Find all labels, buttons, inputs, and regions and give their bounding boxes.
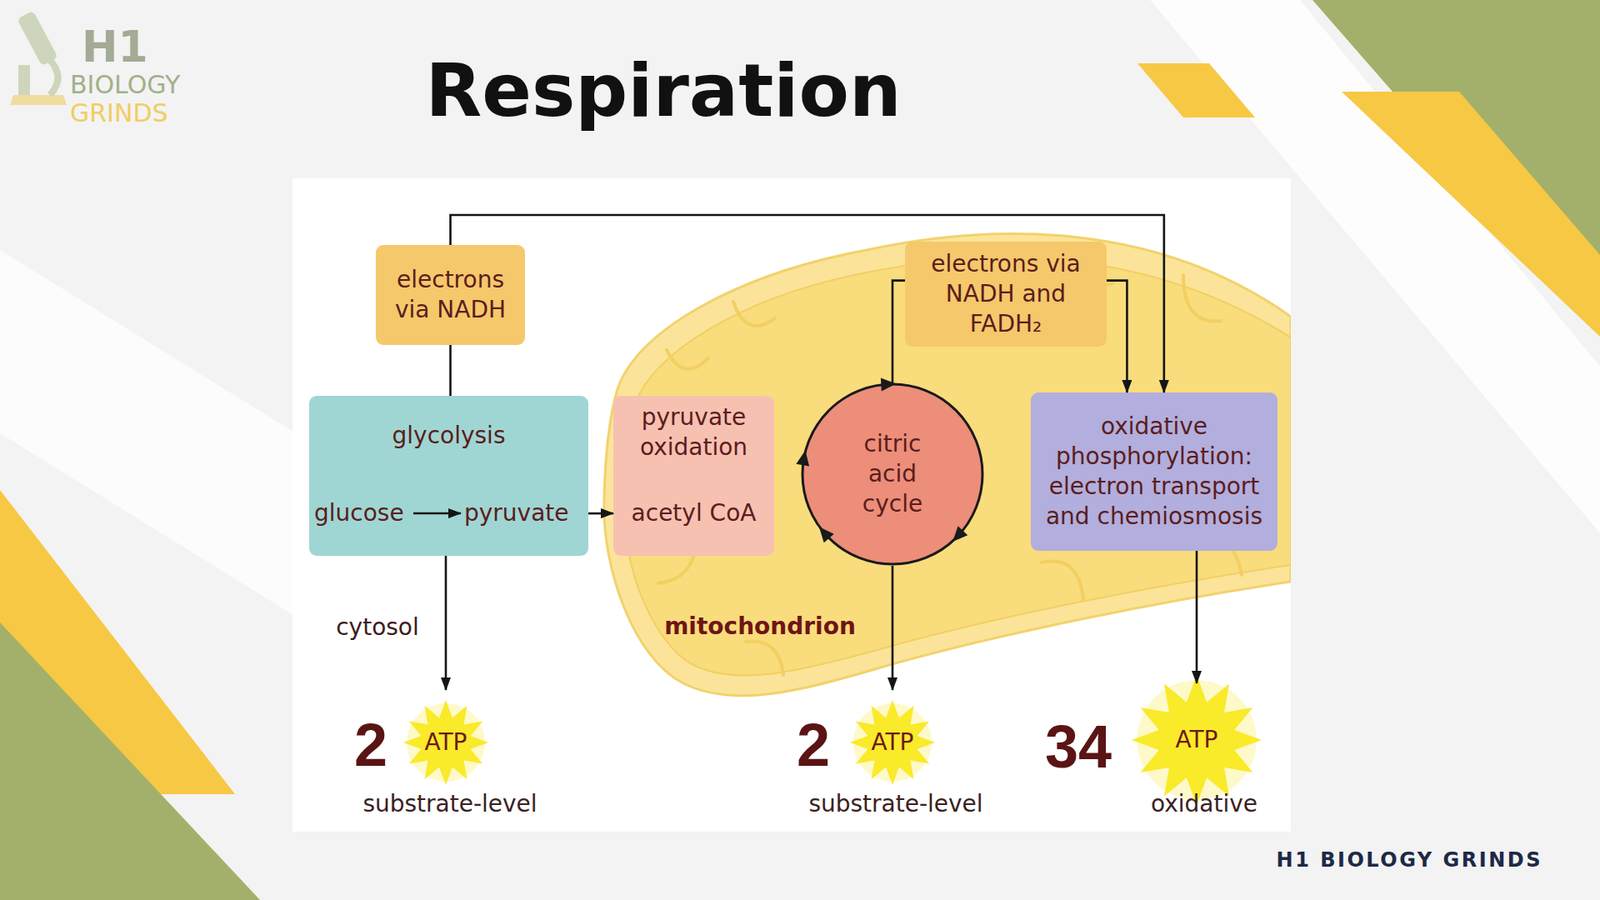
microscope-arm [48, 58, 59, 95]
cycle-text: citric acid cycle [838, 429, 947, 520]
corner-green [0, 622, 260, 900]
atp-source: oxidative [1150, 789, 1258, 820]
logo-text: BIOLOGY [70, 70, 180, 100]
atp-count: 2 [796, 715, 830, 775]
atp-source: substrate-level [808, 789, 983, 820]
box-text: oxidative phosphorylation: electron tran… [1034, 411, 1275, 532]
corner-yellow [1341, 91, 1600, 337]
mitochondrion-illustration [604, 233, 1291, 695]
corner-yellow [1137, 63, 1255, 118]
star-shape [1131, 675, 1262, 805]
atp-text: ATP [1175, 725, 1219, 755]
star-shape [850, 700, 935, 785]
flow-connector [450, 215, 1165, 393]
box-text: electrons via NADH [379, 265, 522, 325]
atp-yield: 2 ATP substrate-level [787, 690, 1005, 824]
atp-count: 2 [354, 715, 388, 775]
box-text: acetyl CoA [613, 498, 775, 529]
atp-text: ATP [871, 727, 915, 758]
input-box: electrons via NADH [375, 245, 525, 345]
stage-box: oxidative phosphorylation: electron tran… [1030, 392, 1278, 551]
atp-yield: 34 ATP oxidative [1045, 683, 1288, 825]
cycle-arrowhead [880, 378, 896, 392]
input-box: electrons via NADH and FADH₂ [905, 241, 1107, 347]
flow-connector [892, 280, 905, 383]
atp-text: ATP [425, 727, 468, 758]
connectors [445, 215, 1197, 690]
watermark: H1 BIOLOGY GRINDS [1276, 848, 1543, 872]
microscope-arm [18, 65, 30, 95]
flow-connector [1106, 280, 1127, 393]
flow-connector [891, 565, 895, 690]
box-text: electrons via NADH and FADH₂ [930, 249, 1081, 340]
cycle-arrowhead [952, 525, 968, 542]
box-text: glucose [314, 498, 405, 529]
flow-connector [449, 345, 452, 396]
flow-connector [1195, 550, 1199, 684]
box-text: pyruvate oxidation [613, 402, 775, 463]
flow-connector [588, 512, 614, 515]
cycle-circle-shape [802, 384, 983, 565]
cycle-circle: citric acid cycle [800, 382, 985, 566]
atp-source: substrate-level [362, 789, 537, 820]
box-text: pyruvate [464, 498, 570, 529]
atp-count: 34 [1045, 716, 1112, 777]
atp-yield: 2 ATP substrate-level [341, 690, 559, 824]
logo-icon [10, 10, 67, 105]
slide-title: Respiration [425, 47, 901, 134]
stage-box: pyruvate oxidation acetyl CoA [613, 395, 775, 556]
region-label: mitochondrion [664, 612, 856, 640]
logo-text: H1 [81, 21, 149, 72]
cycle-arrowhead [819, 526, 835, 543]
reaction-arrow [413, 512, 461, 515]
cycle-arrowhead [795, 450, 810, 466]
outer-membrane [604, 233, 1291, 695]
microscope-base [10, 95, 67, 105]
star-shape [403, 700, 489, 785]
box-text: glycolysis [309, 420, 589, 451]
diagram-panel [292, 178, 1291, 832]
logo-text: GRINDS [70, 98, 169, 128]
region-label: cytosol [335, 613, 420, 641]
flow-connector [445, 555, 448, 690]
stage-box: glycolysis glucose pyruvate [309, 395, 589, 556]
